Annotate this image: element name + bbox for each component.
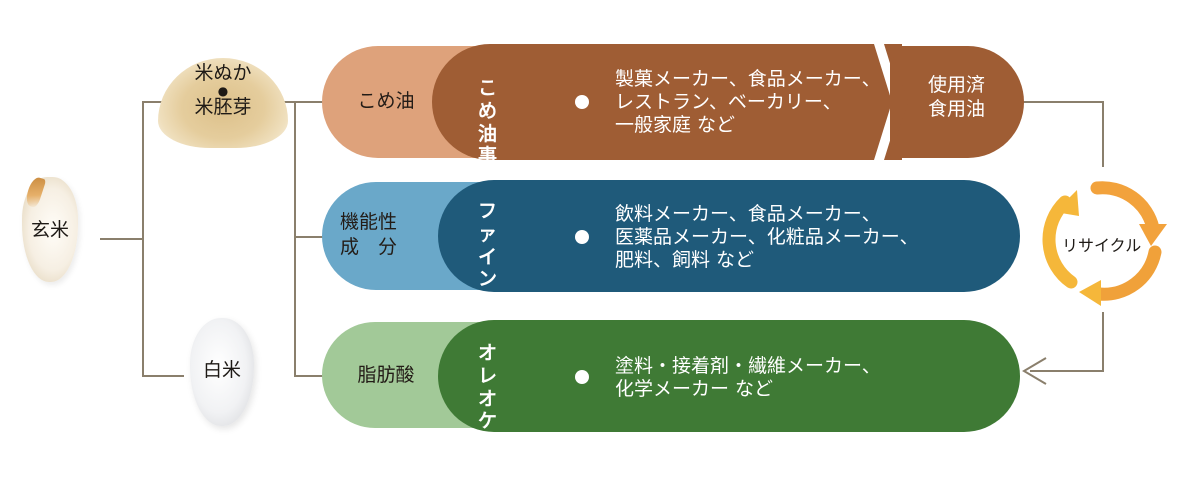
functional-users: 飲料メーカー、食品メーカー、 医薬品メーカー、化粧品メーカー、 肥料、飼料 など [615,203,919,272]
recycle-label: リサイクル [1062,236,1142,255]
functional-category-label: 機能性 成 分 [340,210,416,259]
connector-trunk-left [142,101,144,377]
fatty-acid-business-label: オレオ ケミカル 事業 [478,342,497,484]
used-oil-chevron-fill [890,46,910,158]
connector-used-oil-out [1022,101,1104,103]
connector-to-white-rice [142,375,184,377]
bran-text: 米ぬか [194,62,252,84]
rice-oil-users: 製菓メーカー、食品メーカー、 レストラン、ベーカリー、 一般家庭 など [615,68,881,137]
used-oil-line: 使用済 [928,74,986,96]
connector-to-bran [142,101,164,103]
connector-to-rice-oil [294,101,324,103]
used-oil-line: 食用油 [928,97,986,120]
bullet-dot [575,230,589,244]
fatty-acid-business-band [438,320,1020,432]
rice-bran-label: 米ぬか ● 米胚芽 [170,62,276,119]
biz-line: オレオ [478,342,498,410]
rice-oil-category-label: こめ油 [357,90,415,112]
used-oil-band [890,46,1024,158]
fatty-acid-users: 塗料・接着剤・繊維メーカー、 化学メーカー など [615,355,881,401]
white-rice-grain [190,318,254,426]
biz-line: こめ油 [478,77,498,145]
biz-line: ケミカル [478,410,498,484]
connector-to-functional [294,236,324,238]
fatty-acid-category-label: 脂肪酸 [357,364,415,386]
connector-bran-out [284,101,296,103]
connector-recycle-bottom [1102,312,1104,372]
brown-rice-label: 玄米 [30,219,69,241]
biz-line: ファイン [478,200,498,291]
bran-separator: ● [217,83,229,98]
connector-recycle-top [1102,101,1104,167]
germ-text: 米胚芽 [194,96,252,119]
brown-rice-grain [22,177,78,282]
rice-oil-business-band [432,44,902,160]
arrowhead-left-icon [1022,357,1047,385]
connector-trunk-right [294,101,296,377]
used-oil-label: 使用済 食用油 [928,74,985,122]
bullet-dot [575,95,589,109]
functional-business-band [438,180,1020,292]
rice-oil-business-label: こめ油 事業 [478,77,497,191]
recycle-arrows-icon [1042,181,1167,306]
connector-brown-rice [100,238,144,240]
category-line: 機能性 [340,211,398,233]
white-rice-label: 白米 [202,359,241,381]
connector-recycle-return [1030,370,1104,372]
connector-to-fatty-acid [294,375,324,377]
category-line: 成 分 [340,235,398,258]
bullet-dot [575,370,589,384]
